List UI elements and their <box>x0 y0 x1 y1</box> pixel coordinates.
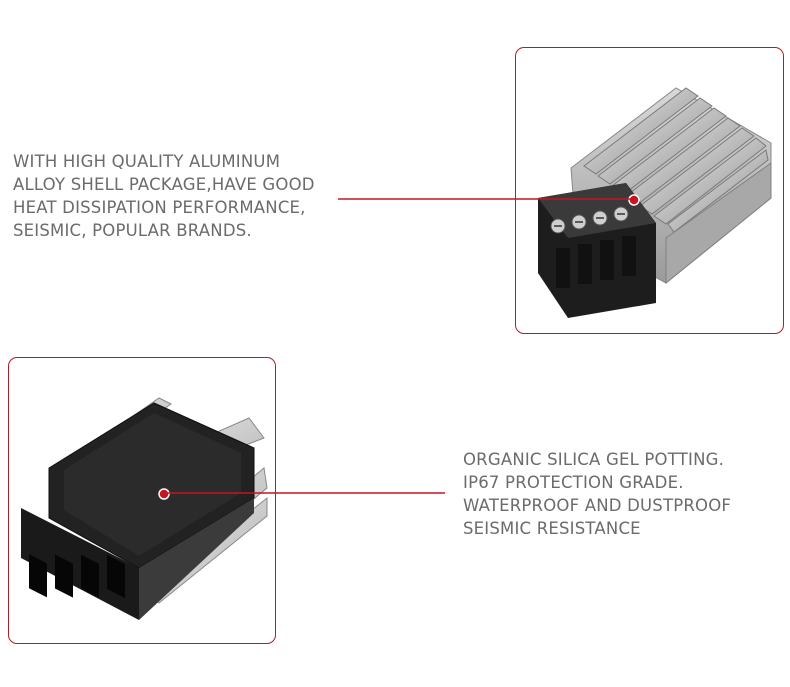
caption-line: SEISMIC, POPULAR BRANDS. <box>13 221 252 240</box>
product-image-frame-top <box>515 47 784 334</box>
feature-top-caption: WITH HIGH QUALITY ALUMINUM ALLOY SHELL P… <box>13 150 323 242</box>
potted-converter-image <box>21 397 268 620</box>
aluminum-converter-image <box>538 87 772 318</box>
caption-line: IP67 PROTECTION GRADE. <box>463 473 684 492</box>
feature-bottom-caption: ORGANIC SILICA GEL POTTING. IP67 PROTECT… <box>463 448 763 540</box>
caption-line: HEAT DISSIPATION PERFORMANCE, <box>13 198 306 217</box>
caption-line: ALLOY SHELL PACKAGE,HAVE GOOD <box>13 175 315 194</box>
caption-line: SEISMIC RESISTANCE <box>463 519 641 538</box>
caption-line: WITH HIGH QUALITY ALUMINUM <box>13 152 281 171</box>
caption-line: WATERPROOF AND DUSTPROOF <box>463 496 732 515</box>
product-image-frame-bottom <box>8 357 276 644</box>
caption-line: ORGANIC SILICA GEL POTTING. <box>463 450 725 469</box>
